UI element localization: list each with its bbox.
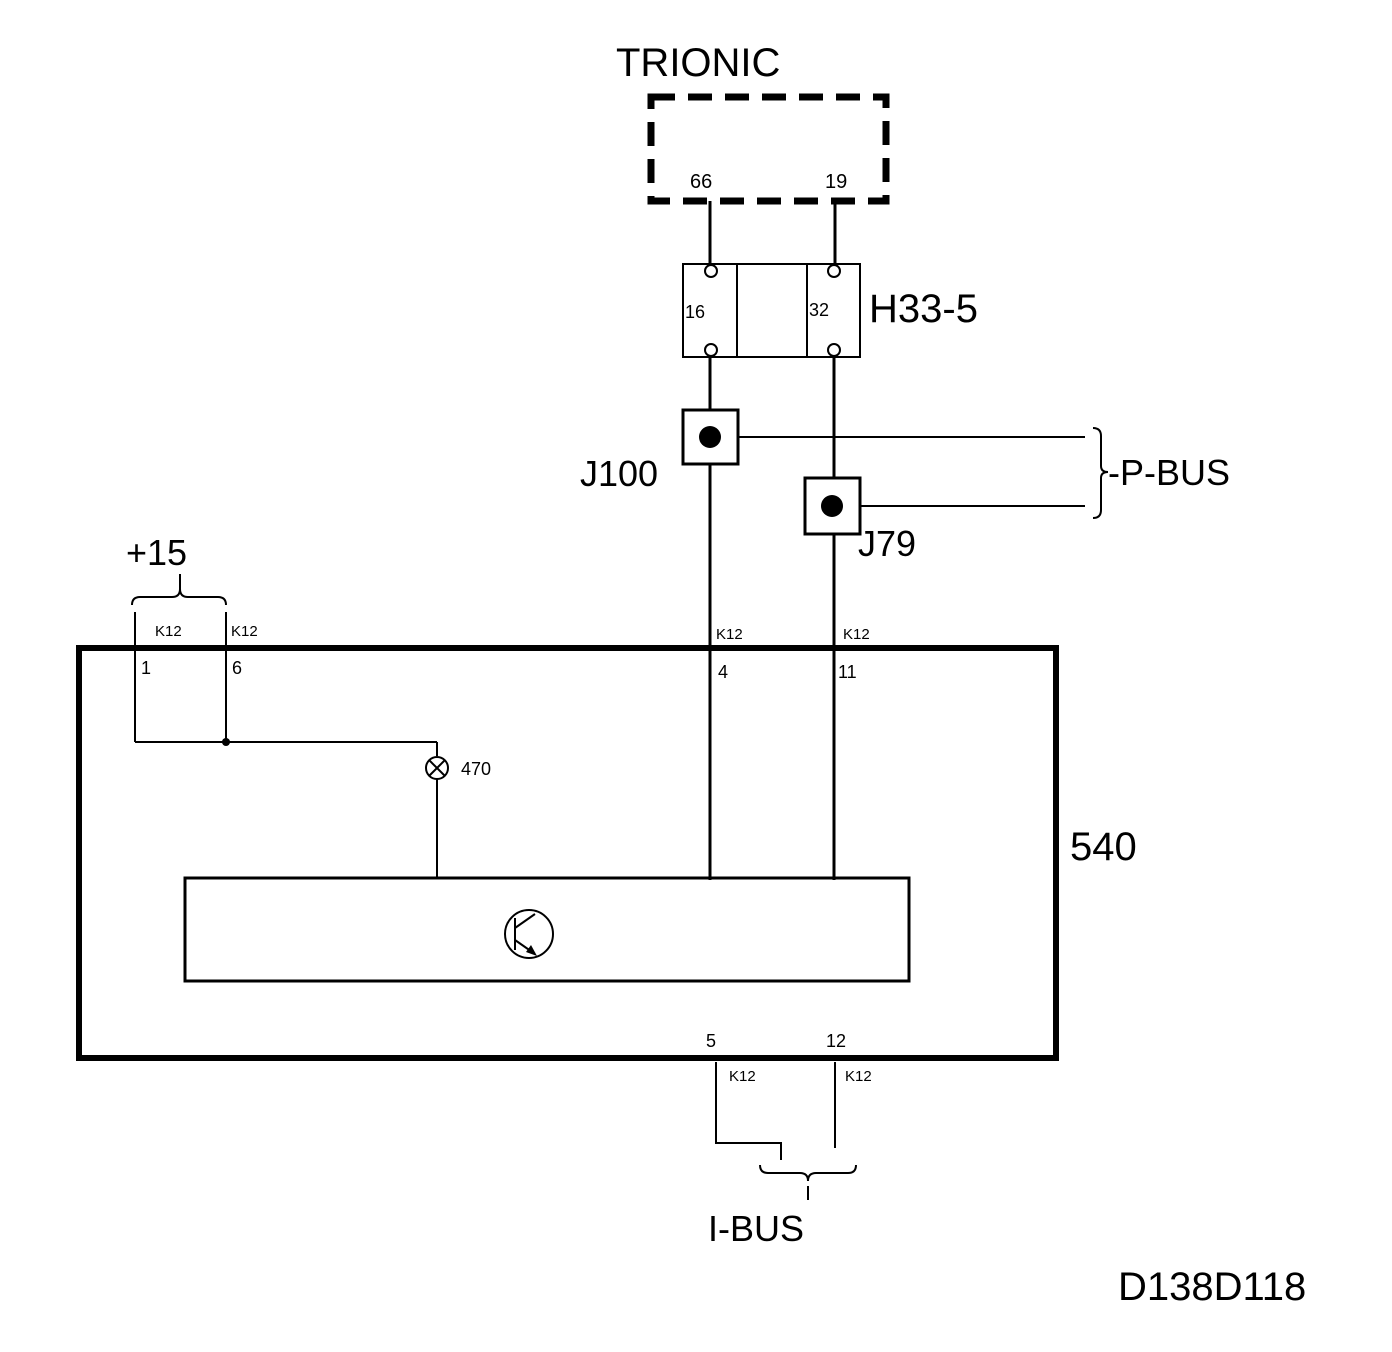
module-540-box [76, 645, 1059, 1061]
diagram-code: D138D118 [1118, 1265, 1306, 1309]
k12-code: K12 [716, 626, 743, 643]
k12-code: K12 [155, 623, 182, 640]
module-pin-6: 6 [232, 658, 242, 678]
connector-pin-terminal [827, 343, 841, 357]
connector-h33-5 [682, 263, 861, 358]
connector-pin-terminal [704, 264, 718, 278]
j100-label: J100 [580, 453, 658, 494]
junction-j79-dot [821, 495, 843, 517]
lamp-icon-cross [428, 759, 446, 777]
ecu-pin-66: 66 [690, 171, 712, 193]
k12-code: K12 [729, 1068, 756, 1085]
module-pin-11: 11 [838, 662, 857, 682]
connector-pin-32: 32 [809, 300, 829, 320]
trionic-ecu-box [647, 93, 890, 205]
splice-dot [222, 738, 230, 746]
h33-5-label: H33-5 [869, 287, 978, 331]
p-bus-brace [1092, 427, 1109, 519]
i-bus-brace [759, 1164, 857, 1182]
i-bus-label: I-BUS [708, 1208, 804, 1249]
k12-code: K12 [843, 626, 870, 643]
ecu-pin-19: 19 [825, 171, 847, 193]
module-pin-5: 5 [706, 1031, 716, 1051]
trionic-label: TRIONIC [616, 41, 780, 85]
j79-label: J79 [858, 523, 916, 564]
connector-pin-terminal [704, 343, 718, 357]
wire-pin-5 [715, 1062, 782, 1160]
connector-pin-terminal [827, 264, 841, 278]
supply-brace [131, 588, 227, 606]
junction-j100-dot [699, 426, 721, 448]
module-pin-1: 1 [141, 658, 151, 678]
lamp-label: 470 [461, 759, 491, 779]
electronics-block [183, 876, 911, 983]
module-pin-4: 4 [718, 662, 728, 682]
module-pin-12: 12 [826, 1031, 846, 1051]
k12-code: K12 [845, 1068, 872, 1085]
connector-pin-16: 16 [685, 302, 705, 322]
k12-code: K12 [231, 623, 258, 640]
supply-label: +15 [126, 532, 187, 573]
junction-j79-box [803, 476, 862, 536]
p-bus-label: -P-BUS [1108, 452, 1230, 493]
module-label: 540 [1070, 825, 1137, 869]
transistor-icon [504, 909, 554, 959]
